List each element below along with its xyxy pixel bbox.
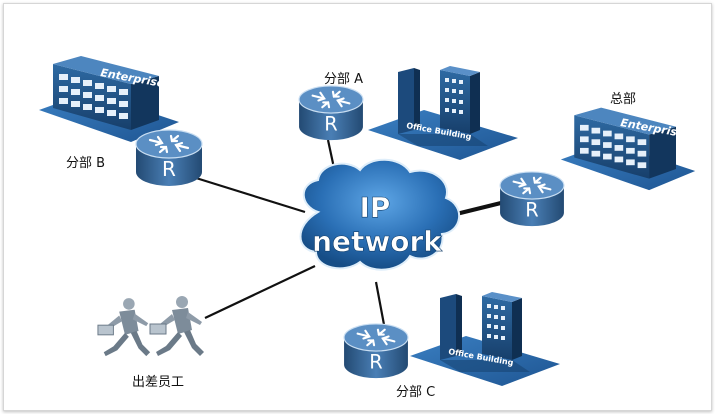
link-branch-b xyxy=(195,176,306,214)
router-icon xyxy=(297,84,365,142)
label-branch-b: 分部 B xyxy=(66,156,106,171)
mobile-workers-icon xyxy=(97,295,205,357)
router-icon xyxy=(342,322,410,380)
office-building-icon: Office Building xyxy=(410,292,560,386)
cloud-label-network: network xyxy=(312,225,443,258)
ip-network-cloud-icon: IP network xyxy=(299,158,461,271)
enterprise-building-icon: Enterprise xyxy=(560,107,696,191)
link-branch-c xyxy=(374,281,387,331)
label-branch-a: 分部 A xyxy=(324,72,364,87)
enterprise-building-icon: Enterprise xyxy=(39,56,179,142)
cloud-label-ip: IP xyxy=(360,191,391,224)
office-building-icon: Office Building xyxy=(368,66,518,160)
link-travel-staff xyxy=(204,265,316,319)
router-icon xyxy=(134,128,204,188)
label-branch-c: 分部 C xyxy=(396,385,436,400)
label-travel-staff: 出差员工 xyxy=(132,375,185,390)
label-headquarters: 总部 xyxy=(610,92,637,107)
router-icon xyxy=(498,170,566,228)
